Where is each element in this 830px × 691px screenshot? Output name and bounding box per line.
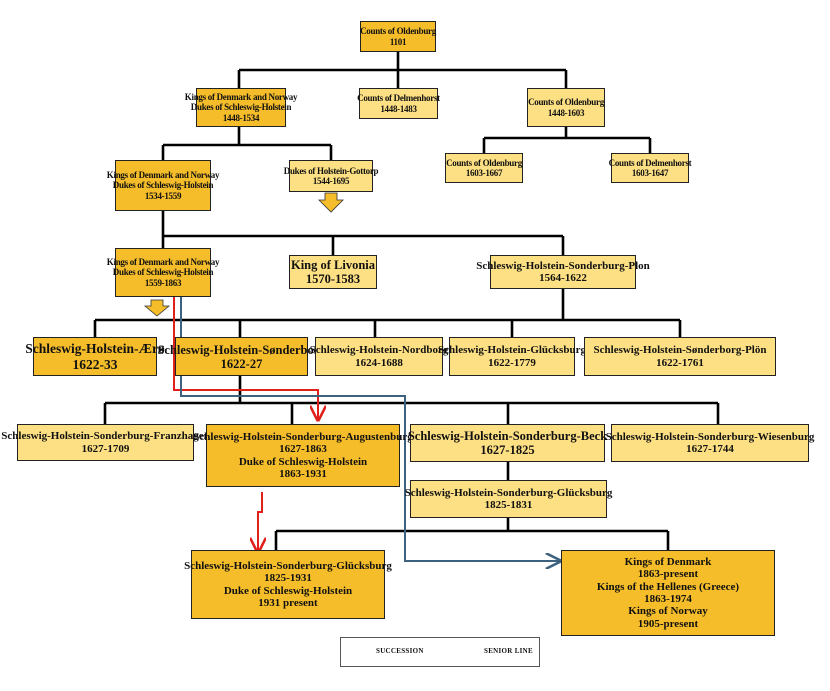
node-text-line: 1931 present	[258, 596, 318, 609]
node-text-line: Kings of the Hellenes (Greece)	[596, 580, 740, 593]
node-text-line: 1627-1709	[81, 442, 130, 455]
continuation-arrow-gottorp	[318, 192, 344, 213]
node-text-line: Schleswig-Holstein-Sonderburg-Glücksburg	[404, 486, 613, 499]
node-text-line: Kings of Norway	[628, 605, 708, 618]
node-text-line: Duke of Schleswig-Holstein	[223, 584, 353, 597]
node-text-line: Schleswig-Holstein-Sonderburg-Plon	[476, 259, 650, 272]
node-text-line: 1564-1622	[539, 272, 587, 284]
node-text-line: Schleswig-Holstein-Sonderburg-Augustenbu…	[193, 430, 413, 443]
node-text-line: Schleswig-Holstein-Nordborg	[309, 344, 449, 357]
succession-line-red-1	[173, 297, 318, 420]
succession-line-red-2	[258, 492, 262, 552]
node-text-line: Kings of Denmark and Norway	[106, 170, 220, 181]
node-text-line: 1622-27	[220, 356, 263, 371]
node-text-line: Schleswig-Holstein-Sonderburg-Beck	[407, 429, 608, 443]
node-text-line: King of Livonia	[290, 258, 376, 272]
node-text-line: 1627-1744	[686, 443, 734, 455]
node-text-line: 1627-1863	[279, 443, 327, 456]
node-schleswig-holstein-sonderburg-augustenburg: Schleswig-Holstein-Sonderburg-Augustenbu…	[193, 424, 413, 487]
node-text-line: Dukes of Schleswig-Holstein	[112, 180, 214, 191]
legend: SUCCESSION SENIOR LINE	[340, 637, 540, 667]
node-text-line: 1825-1831	[484, 499, 533, 511]
node-text-line: Counts of Oldenburg	[528, 97, 604, 108]
node-text-line: Counts of Oldenburg	[446, 157, 522, 168]
node-text-line: Kings of Denmark and Norway	[184, 92, 298, 103]
node-text-line: Counts of Delmenhorst	[357, 93, 440, 104]
node-text-line: 1570-1583	[305, 272, 361, 286]
node-text-line: 1622-1761	[656, 356, 704, 369]
node-text-line: Counts of Delmenhorst	[608, 157, 692, 168]
node-text-line: Dukes of Holstein-Gottorp	[283, 165, 379, 176]
node-text-line: 1622-33	[72, 356, 118, 372]
node-text-line: Schleswig-Holstein-Sonderburg-Wiesenburg	[605, 430, 815, 443]
node-schleswig-holstein-sonderburg-glucksburg-1825: Schleswig-Holstein-Sonderburg-Glücksburg…	[405, 480, 612, 518]
node-text-line: Kings of Denmark	[624, 556, 712, 569]
node-schleswig-holstein-sonderburg-glucksburg-1825-1931: Schleswig-Holstein-Sonderburg-Glücksburg…	[184, 550, 392, 619]
node-text-line: 1559-1863	[144, 277, 182, 288]
node-text-line: 1863-present	[637, 568, 699, 581]
node-text-line: Kings of Denmark and Norway	[106, 257, 220, 268]
node-text-line: 1448-1603	[547, 107, 585, 118]
node-text-line: Schleswig-Holstein-Ærø	[25, 341, 165, 357]
node-text-line: Schleswig-Holstein-Sønderborg-Plön	[593, 344, 767, 357]
node-text-line: Duke of Schleswig-Holstein	[238, 455, 368, 468]
node-text-line: 1825-1931	[264, 572, 312, 585]
node-text-line: 1627-1825	[480, 443, 535, 457]
legend-senior-line-label: SENIOR LINE	[484, 647, 534, 655]
node-text-line: 1624-1688	[355, 356, 403, 369]
node-text-line: Dukes of Schleswig-Holstein	[112, 267, 214, 278]
tree-connectors	[93, 52, 720, 550]
node-text-line: 1534-1559	[144, 190, 182, 201]
node-text-line: 1101	[389, 36, 407, 47]
node-text-line: 1863-1974	[644, 593, 692, 605]
legend-succession-label: SUCCESSION	[376, 647, 424, 655]
continuation-arrow-kings	[143, 299, 171, 317]
node-text-line: Schleswig-Holstein-Sønderborg	[157, 342, 326, 357]
node-text-line: Counts of Oldenburg	[360, 26, 436, 37]
node-schleswig-holstein-sonderburg-franzhagen: Schleswig-Holstein-Sonderburg-Franzhagen…	[1, 424, 210, 461]
node-text-line: Schleswig-Holstein-Sonderburg-Franzhagen	[1, 430, 210, 443]
node-text-line: Schleswig-Holstein-Sonderburg-Glücksburg	[184, 559, 392, 572]
node-text-line: Schleswig-Holstein-Glücksburg	[438, 344, 586, 357]
node-text-line: 1905-present	[637, 617, 699, 630]
node-text-line: 1863-1931	[279, 467, 327, 480]
node-schleswig-holstein-sonderburg-wiesenburg: Schleswig-Holstein-Sonderburg-Wiesenburg…	[606, 424, 814, 462]
node-text-line: 1448-1483	[380, 103, 417, 114]
node-text-line: 1622-1779	[488, 356, 536, 369]
node-text-line: 1544-1695	[312, 176, 350, 186]
node-text-line: 1603-1647	[631, 168, 669, 178]
node-text-line: Dukes of Schleswig-Holstein	[190, 102, 292, 113]
node-text-line: 1448-1534	[222, 112, 260, 123]
node-text-line: 1603-1667	[465, 168, 503, 178]
